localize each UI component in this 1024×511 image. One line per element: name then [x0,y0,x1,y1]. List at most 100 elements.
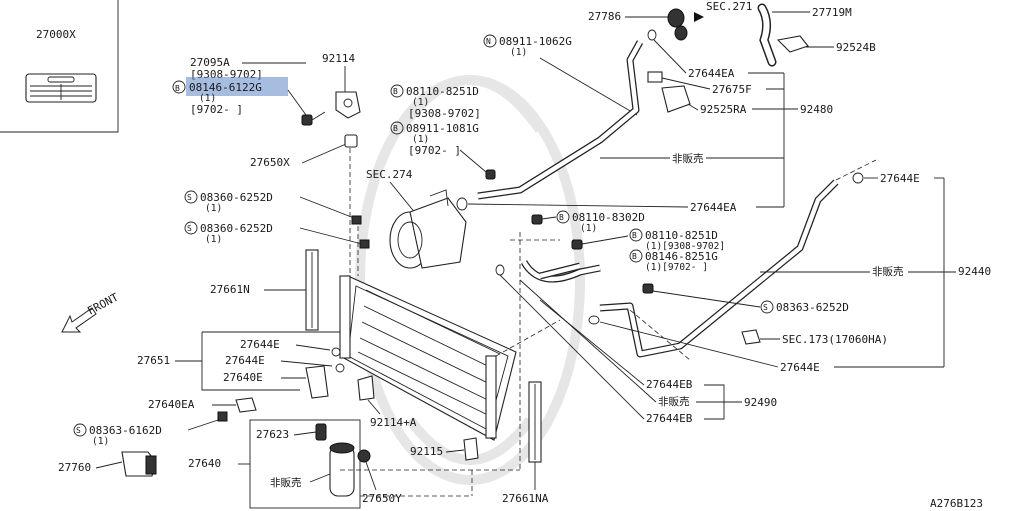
oring-icon [647,29,657,41]
nut-symbol-n: N [486,37,491,46]
pad-27661na-icon: 27661NA [502,381,549,505]
valve-27675f-icon [647,71,663,83]
qty-1-g: (1) [580,223,597,234]
receiver-drier-icon [329,442,355,497]
hose-assembly-icon [495,260,601,325]
part-08146-8251g-label[interactable]: 08146-8251G [645,250,718,263]
screw-icon [217,411,228,422]
receiver-drier-callouts: 27640 27623 非販売 27650Y [188,419,402,509]
clip-icon [741,329,761,345]
part-27651-label[interactable]: 27651 [137,354,170,367]
screw-symbol-s4: S [76,426,81,435]
part-27644e-label-a[interactable]: 27644E [880,172,920,185]
qty-1-e: (1) [205,203,222,214]
part-27640e-label[interactable]: 27640E [223,371,263,384]
switch-27623-icon [315,423,327,441]
part-92440-label[interactable]: 92440 [958,265,991,278]
sensor-27760-icon [121,451,157,477]
screw-icon [359,239,370,249]
watermark-emblem [355,75,585,485]
part-08110-8302d-label[interactable]: 08110-8302D [572,211,645,224]
not-for-sale-label-b: 非販売 [872,265,904,278]
part-92114-label[interactable]: 92114 [322,52,355,65]
part-92480-label[interactable]: 92480 [800,103,833,116]
range-9702-a: [9702- ] [190,103,243,116]
part-08110-8251d-label-b[interactable]: 08110-8251D [645,229,718,242]
compressor-bolt-callouts: B 08110-8302D (1) B 08110-8251D (1)[9308… [531,210,725,273]
sec271-label[interactable]: SEC.271 [706,0,752,13]
part-27000x-label[interactable]: 27000X [36,28,76,41]
part-92524b-label[interactable]: 92524B [836,41,876,54]
part-27760-label[interactable]: 27760 [58,461,91,474]
range-9308-9702-b: [9308-9702] [408,107,481,120]
sec173-label[interactable]: SEC.173(17060HA) [782,333,888,346]
part-27650y-label[interactable]: 27650Y [362,492,402,505]
bracket-27640e-icon [305,365,329,399]
part-08110-8251d-label[interactable]: 08110-8251D [406,85,479,98]
part-27786-label[interactable]: 27786 [588,10,621,23]
part-27661n-label[interactable]: 27661N [210,283,250,296]
label-kit-inset: 27000X [0,0,119,133]
front-arrow-icon: FRONT [61,290,121,333]
part-92114a-label[interactable]: 92114+A [370,416,417,429]
part-08146-6122g-label[interactable]: 08146-6122G [189,81,262,94]
bolt-icon [571,239,583,250]
part-27640ea-label[interactable]: 27640EA [148,398,195,411]
part-27644eb-label-a[interactable]: 27644EB [646,378,693,391]
part-08363-6252d-label[interactable]: 08363-6252D [776,301,849,314]
bolt-symbol-b3: B [393,124,398,133]
part-27675f-label[interactable]: 27675F [712,83,752,96]
bracket-92114-icon [335,91,361,119]
screw-symbol-s3: S [763,303,768,312]
part-27644e-label-b[interactable]: 27644E [780,361,820,374]
bracket-27640ea-icon [235,397,257,413]
part-27650x-label[interactable]: 27650X [250,156,290,169]
assembly-dashed-lines [340,148,691,497]
pipe-92480-icon: 非販売 [477,40,784,200]
bracket-92525ra-icon [661,85,691,113]
screw-icon [351,215,362,225]
sec274-label[interactable]: SEC.274 [366,168,413,181]
part-27644eb-label-b[interactable]: 27644EB [646,412,693,425]
arrow-right-icon [694,12,704,22]
part-08360-6252d-label-b[interactable]: 08360-6252D [200,222,273,235]
screw-symbol-s2: S [187,224,192,233]
part-27719m-label[interactable]: 27719M [812,6,852,19]
pipe-92440-icon: 27644E 非販売 92440 [599,159,991,367]
part-08911-1081g-label[interactable]: 08911-1081G [406,122,479,135]
bracket-92114a-icon [357,375,375,401]
qty-1-d: (1) [510,47,527,58]
hose-27719m-icon [757,3,777,67]
part-27644e-label-d[interactable]: 27644E [225,354,265,367]
clamp-92524b-icon [776,35,809,53]
part-27640-label[interactable]: 27640 [188,457,221,470]
qty-range-9702: (1)[9702- ] [645,262,708,273]
part-92490-label[interactable]: 92490 [744,396,777,409]
compressor-icon: SEC.274 27644EA [366,168,737,269]
not-for-sale-label-c: 非販売 [270,476,302,489]
part-08911-1062g-label[interactable]: 08911-1062G [499,35,572,48]
bolt-icon [642,283,654,294]
right-lower-callouts: S 08363-6252D SEC.173(17060HA) 27644E [599,283,944,374]
bolt-icon [301,111,326,126]
part-27644ea-label-b[interactable]: 27644EA [690,201,737,214]
left-lower-callouts: 27644E 27644E 27651 27640E 27640EA S 083… [58,331,345,477]
bolt-symbol-b: B [175,84,180,93]
bolt-icon [485,169,496,180]
range-9702-b: [9702- ] [408,144,461,157]
part-08360-6252d-label-a[interactable]: 08360-6252D [200,191,273,204]
part-27661na-label[interactable]: 27661NA [502,492,549,505]
part-92525ra-label[interactable]: 92525RA [700,103,747,116]
part-27095a-label[interactable]: 27095A [190,56,230,69]
bushing-27650y-icon [357,449,371,463]
part-92115-label[interactable]: 92115 [410,445,443,458]
highlight-box [186,77,288,96]
part-08363-6162d-label[interactable]: 08363-6162D [89,424,162,437]
bolt-symbol-b5: B [632,231,637,240]
not-for-sale-label-a: 非販売 [672,152,704,165]
part-27644e-label-c[interactable]: 27644E [240,338,280,351]
part-27623-label[interactable]: 27623 [256,428,289,441]
part-27644ea-label-a[interactable]: 27644EA [688,67,735,80]
pad-27661n-icon: 27661N [210,249,319,331]
